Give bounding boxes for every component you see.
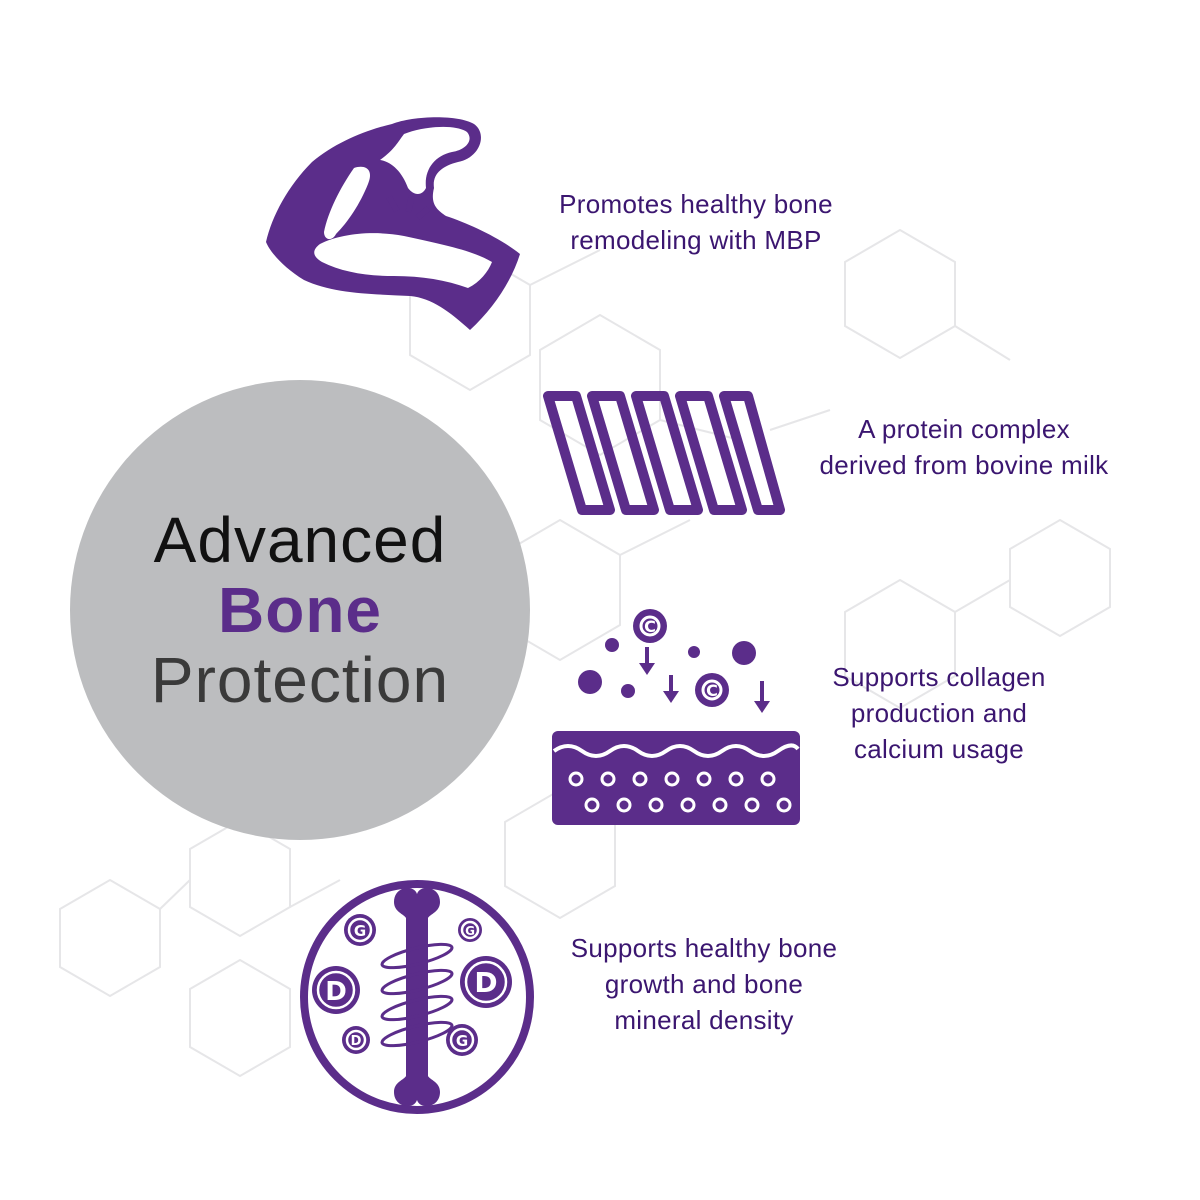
bone-vitamin-icon: G G D D D G (300, 880, 534, 1114)
feature-caption-2: A protein complex derived from bovine mi… (790, 411, 1138, 483)
calcium-letter: C (706, 681, 718, 700)
protein-helix-icon (543, 391, 785, 515)
g-letter: G (456, 1032, 468, 1050)
g-letter: G (465, 924, 475, 938)
hero-title-line-1: Advanced (153, 504, 447, 576)
caption-line: calcium usage (853, 734, 1025, 764)
hero-title-line-2: Bone (218, 574, 382, 646)
caption-line: A protein complex (858, 414, 1070, 444)
d-letter: D (351, 1034, 362, 1049)
caption-line: derived from bovine milk (819, 450, 1109, 480)
feature-caption-1: Promotes healthy bone remodeling with MB… (520, 186, 872, 258)
d-letter: D (325, 977, 347, 1007)
caption-line: remodeling with MBP (570, 225, 822, 255)
feature-caption-4: Supports healthy bone growth and bone mi… (540, 930, 868, 1038)
feature-caption-3: Supports collagen production and calcium… (790, 659, 1088, 767)
caption-line: growth and bone (604, 969, 804, 999)
hero-title-line-3: Protection (150, 644, 450, 716)
hero-circle: Advanced Bone Protection (70, 380, 530, 840)
d-letter: D (474, 966, 497, 999)
caption-line: Supports healthy bone (570, 933, 838, 963)
calcium-letter: C (644, 617, 656, 636)
caption-line: Promotes healthy bone (559, 189, 833, 219)
caption-line: production and (850, 698, 1028, 728)
g-letter: G (354, 922, 366, 940)
caption-line: Supports collagen (832, 662, 1046, 692)
muscle-arm-icon (266, 117, 520, 330)
collagen-absorption-icon: C C (552, 609, 800, 825)
caption-line: mineral density (614, 1005, 794, 1035)
